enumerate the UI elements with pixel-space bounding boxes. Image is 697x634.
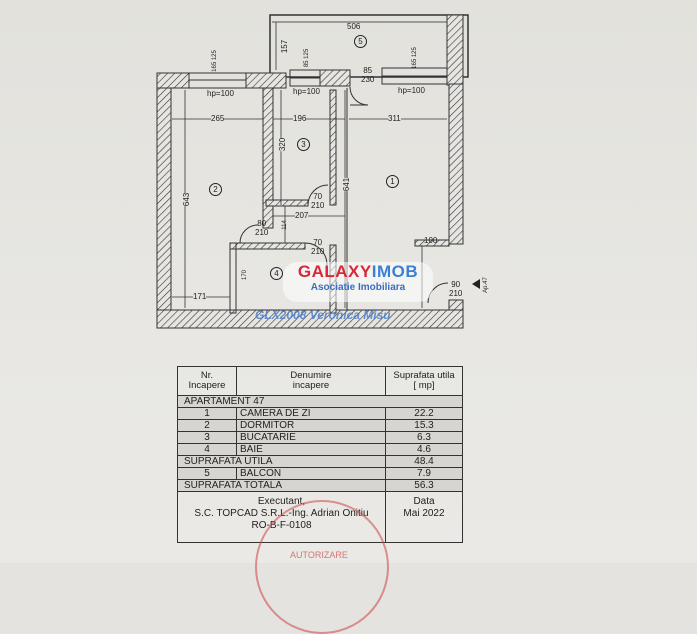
room-name: DORMITOR bbox=[236, 419, 386, 432]
dim-door-entry: 90 210 bbox=[449, 280, 463, 298]
dim-window-mid: 85 125 bbox=[304, 48, 311, 68]
balcony-name: BALCON bbox=[236, 467, 386, 480]
apartment-marker: Ap.47 bbox=[482, 277, 489, 293]
floor-plan-drawing bbox=[156, 14, 480, 329]
balcony-nr: 5 bbox=[177, 467, 237, 480]
table-header-row: Nr. Incapere Denumire incapere Suprafata… bbox=[177, 366, 463, 396]
watermark-subtitle: Asociatie Imobiliara bbox=[310, 282, 406, 293]
table-row: 4 BAIE 4.6 bbox=[177, 443, 463, 456]
dim-room1-width: 311 bbox=[388, 114, 401, 123]
dim-bath-offset: 171 bbox=[193, 292, 207, 301]
room-area: 6.3 bbox=[385, 431, 463, 444]
apartment-label: APARTAMENT 47 bbox=[177, 395, 463, 408]
table-row: 1 CAMERA DE ZI 22.2 bbox=[177, 407, 463, 420]
room-area: 4.6 bbox=[385, 443, 463, 456]
room-number-4: 4 bbox=[270, 267, 283, 280]
dim-balcony-width: 506 bbox=[347, 22, 361, 31]
table-row: 3 BUCATARIE 6.3 bbox=[177, 431, 463, 444]
usable-area-value: 48.4 bbox=[385, 455, 463, 468]
total-area-label: SUPRAFATA TOTALA bbox=[177, 479, 386, 492]
room-nr: 4 bbox=[177, 443, 237, 456]
hp-mid: hp=100 bbox=[293, 87, 320, 96]
executor-title: Executant, bbox=[257, 496, 306, 507]
dim-door-kitchen: 70 210 bbox=[311, 192, 325, 210]
room-number-5: 5 bbox=[354, 35, 367, 48]
room-name: BUCATARIE bbox=[236, 431, 386, 444]
room-number-1: 1 bbox=[386, 175, 399, 188]
room-number-2: 2 bbox=[209, 183, 222, 196]
room-area: 15.3 bbox=[385, 419, 463, 432]
room-name: BAIE bbox=[236, 443, 386, 456]
dim-room1-height: 641 bbox=[342, 177, 352, 192]
usable-area-label: SUPRAFATA UTILA bbox=[177, 455, 386, 468]
room-nr: 3 bbox=[177, 431, 237, 444]
authorization-stamp bbox=[255, 500, 389, 634]
header-name: Denumire incapere bbox=[236, 366, 386, 396]
date-cell: Data Mai 2022 bbox=[385, 491, 463, 543]
stamp-text: AUTORIZARE bbox=[290, 550, 348, 560]
room-nr: 1 bbox=[177, 407, 237, 420]
table-row: 2 DORMITOR 15.3 bbox=[177, 419, 463, 432]
room-number-3: 3 bbox=[297, 138, 310, 151]
dim-window-left: 165 125 bbox=[211, 50, 218, 72]
dim-room3-height: 320 bbox=[278, 137, 288, 152]
date-value: Mai 2022 bbox=[403, 508, 445, 519]
balcony-area: 7.9 bbox=[385, 467, 463, 480]
room-area: 22.2 bbox=[385, 407, 463, 420]
dim-window-right: 165 125 bbox=[411, 47, 418, 69]
usable-area-row: SUPRAFATA UTILA 48.4 bbox=[177, 455, 463, 468]
dim-door-balcony: 85 230 bbox=[361, 66, 375, 84]
dim-room3-width: 196 bbox=[293, 114, 307, 123]
room-name: CAMERA DE ZI bbox=[236, 407, 386, 420]
total-area-row: SUPRAFATA TOTALA 56.3 bbox=[177, 479, 463, 492]
hp-left: hp=100 bbox=[207, 89, 234, 98]
date-label: Data bbox=[413, 496, 435, 507]
dim-door-bath: 70 210 bbox=[311, 238, 325, 256]
watermark-brand: GALAXYIMOB bbox=[297, 262, 419, 281]
dim-door-bedroom: 80 210 bbox=[255, 219, 269, 237]
dim-hall-depth: 114 bbox=[281, 220, 288, 230]
watermark-agent: GLX2008 Veronica Misu bbox=[255, 308, 391, 322]
dim-niche: 100 bbox=[424, 236, 438, 245]
hp-right: hp=100 bbox=[398, 86, 425, 95]
room-nr: 2 bbox=[177, 419, 237, 432]
total-area-value: 56.3 bbox=[385, 479, 463, 492]
balcony-row: 5 BALCON 7.9 bbox=[177, 467, 463, 480]
dim-room2-width: 265 bbox=[211, 114, 225, 123]
dim-balcony-depth: 157 bbox=[280, 39, 290, 54]
header-area: Suprafata utila [ mp] bbox=[385, 366, 463, 396]
dim-hall-width: 207 bbox=[295, 211, 309, 220]
apartment-row: APARTAMENT 47 bbox=[177, 395, 463, 408]
galaxyimob-watermark: GALAXYIMOB Asociatie Imobiliara bbox=[283, 262, 433, 302]
header-nr: Nr. Incapere bbox=[177, 366, 237, 396]
dim-bath-height: 170 bbox=[242, 269, 249, 281]
dim-room2-height: 643 bbox=[182, 192, 192, 207]
